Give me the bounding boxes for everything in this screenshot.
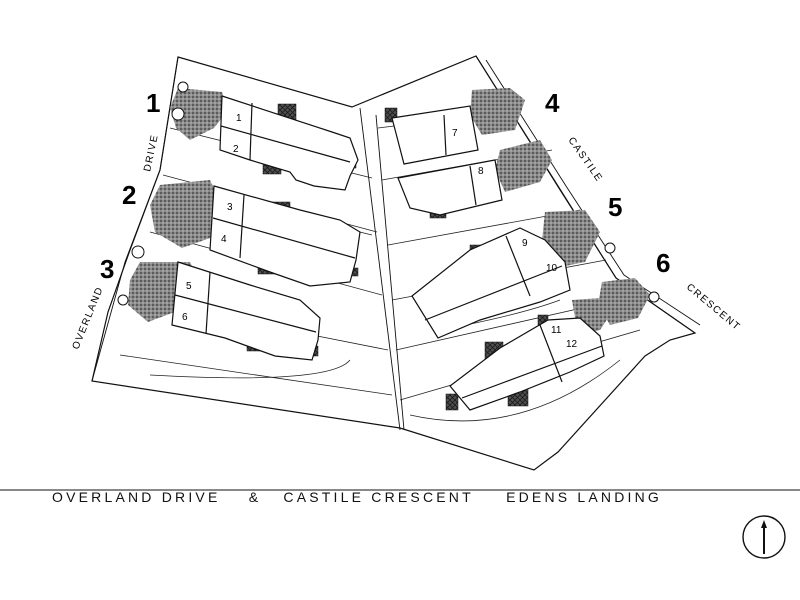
unit-number: 12 xyxy=(566,339,578,350)
buildings xyxy=(171,95,605,411)
building-block-2 xyxy=(209,185,361,287)
building-block-4b xyxy=(397,159,503,216)
block-number-4: 4 xyxy=(545,88,560,118)
unit-number: 9 xyxy=(522,238,528,249)
block-number-5: 5 xyxy=(608,192,622,222)
street-markers xyxy=(117,81,660,306)
caption-overland-drive: OVERLAND DRIVE xyxy=(52,489,221,505)
unit-number: 3 xyxy=(227,202,233,213)
street-label-crescent: CRESCENT xyxy=(684,282,742,334)
unit-number: 10 xyxy=(546,263,558,274)
street-label-overland: OVERLAND xyxy=(71,285,106,351)
unit-number: 1 xyxy=(236,113,242,124)
unit-number: 8 xyxy=(478,166,484,177)
street-label-drive: DRIVE xyxy=(142,133,161,173)
block-number-6: 6 xyxy=(656,248,670,278)
block-number-2: 2 xyxy=(122,180,136,210)
unit-number: 4 xyxy=(221,234,227,245)
building-block-1 xyxy=(219,95,359,191)
unit-number: 6 xyxy=(182,312,188,323)
building-block-5 xyxy=(411,227,571,339)
block-number-1: 1 xyxy=(146,88,160,118)
unit-number: 7 xyxy=(452,128,458,139)
caption-edens-landing: EDENS LANDING xyxy=(506,489,663,505)
building-block-4 xyxy=(391,105,479,165)
unit-number: 5 xyxy=(186,281,192,292)
unit-number: 2 xyxy=(233,144,239,155)
block-number-3: 3 xyxy=(100,254,114,284)
block-numbers: 1 2 3 4 5 6 xyxy=(100,88,670,284)
north-arrow-icon xyxy=(742,515,786,559)
unit-numbers: 1 2 3 4 5 6 7 8 9 10 11 12 xyxy=(182,113,578,350)
unit-number: 11 xyxy=(551,325,562,336)
street-label-castile: CASTILE xyxy=(566,135,605,184)
street-labels: DRIVE OVERLAND CASTILE CRESCENT xyxy=(71,133,743,351)
plan-caption: OVERLAND DRIVE & CASTILE CRESCENT EDENS … xyxy=(52,489,772,517)
caption-castile-crescent: CASTILE CRESCENT xyxy=(283,489,474,505)
caption-ampersand: & xyxy=(248,489,262,505)
